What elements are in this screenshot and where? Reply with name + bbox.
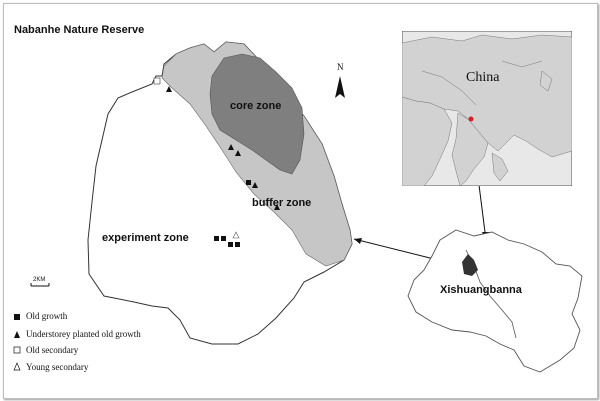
legend-symbol-old-growth <box>14 314 20 320</box>
legend-label-understorey: Understorey planted old growth <box>26 329 141 339</box>
legend-symbol-young-secondary <box>13 362 21 371</box>
site-old-growth <box>214 236 219 241</box>
xishuangbanna-outline <box>407 229 583 373</box>
village-marker <box>153 77 161 85</box>
core-zone-label: core zone <box>230 100 282 112</box>
experiment-zone-label: experiment zone <box>102 232 189 244</box>
legend-label-old-secondary: Old secondary <box>26 345 79 355</box>
reserve-map <box>13 41 583 373</box>
north-arrow-icon <box>335 76 345 98</box>
china-inset-map <box>402 31 572 186</box>
legend-label-young-secondary: Young secondary <box>26 362 89 372</box>
location-dot <box>468 116 474 122</box>
reserve-location-marker <box>462 254 478 276</box>
site-old-growth <box>246 180 251 185</box>
site-understorey <box>166 86 172 92</box>
core-zone-area <box>209 53 305 175</box>
buffer-zone-area <box>161 41 353 267</box>
site-understorey <box>228 144 234 150</box>
legend-label-old-growth: Old growth <box>26 311 68 321</box>
legend-symbol-understorey <box>14 331 20 338</box>
india-landmass <box>402 96 453 186</box>
site-understorey <box>274 204 280 210</box>
site-old-growth <box>235 242 240 247</box>
site-young-secondary <box>232 231 240 239</box>
site-old-growth <box>228 242 233 247</box>
southeast-asia-landmass <box>451 112 489 186</box>
site-understorey <box>235 150 241 156</box>
xishuangbanna-label: Xishuangbanna <box>440 284 522 296</box>
scale-label: 2KM <box>33 277 46 283</box>
map-title: Nabanhe Nature Reserve <box>14 24 145 36</box>
north-label: N <box>337 62 344 72</box>
map-frame: Nabanhe Nature Reserve <box>3 3 598 399</box>
site-understorey <box>252 182 258 188</box>
china-label: China <box>466 70 500 85</box>
site-old-growth <box>221 236 226 241</box>
legend-symbol-old-secondary <box>13 346 21 354</box>
buffer-zone-label: buffer zone <box>252 197 312 209</box>
